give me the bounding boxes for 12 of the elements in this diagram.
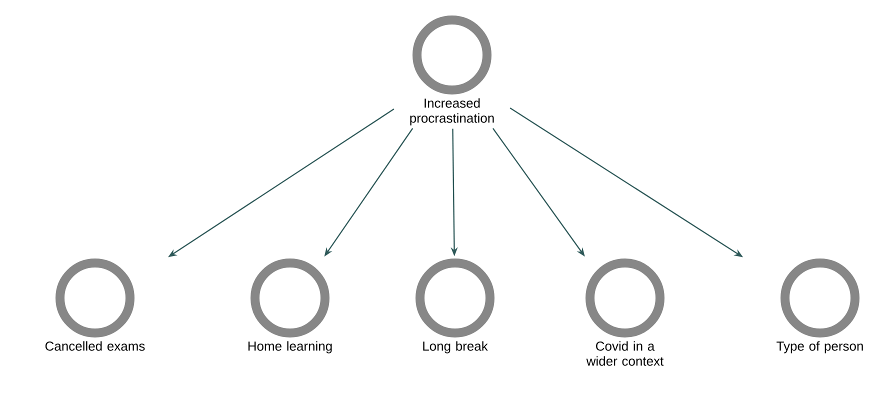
circle-node: Long break <box>416 258 494 354</box>
circle-node: Home learning <box>248 258 332 354</box>
node-label: Increased procrastination <box>410 98 494 126</box>
node-label: Type of person <box>776 341 863 354</box>
circle-node: Covid in a wider context <box>586 258 664 366</box>
node-label: Long break <box>423 341 488 354</box>
circle-node: Increased procrastination <box>410 16 494 126</box>
node-label: Home learning <box>248 341 332 354</box>
circle-node: Cancelled exams <box>45 258 145 351</box>
node-label: Cancelled exams <box>45 341 145 351</box>
node-label: Covid in a wider context <box>586 341 664 366</box>
circle-node: Type of person <box>776 258 863 354</box>
